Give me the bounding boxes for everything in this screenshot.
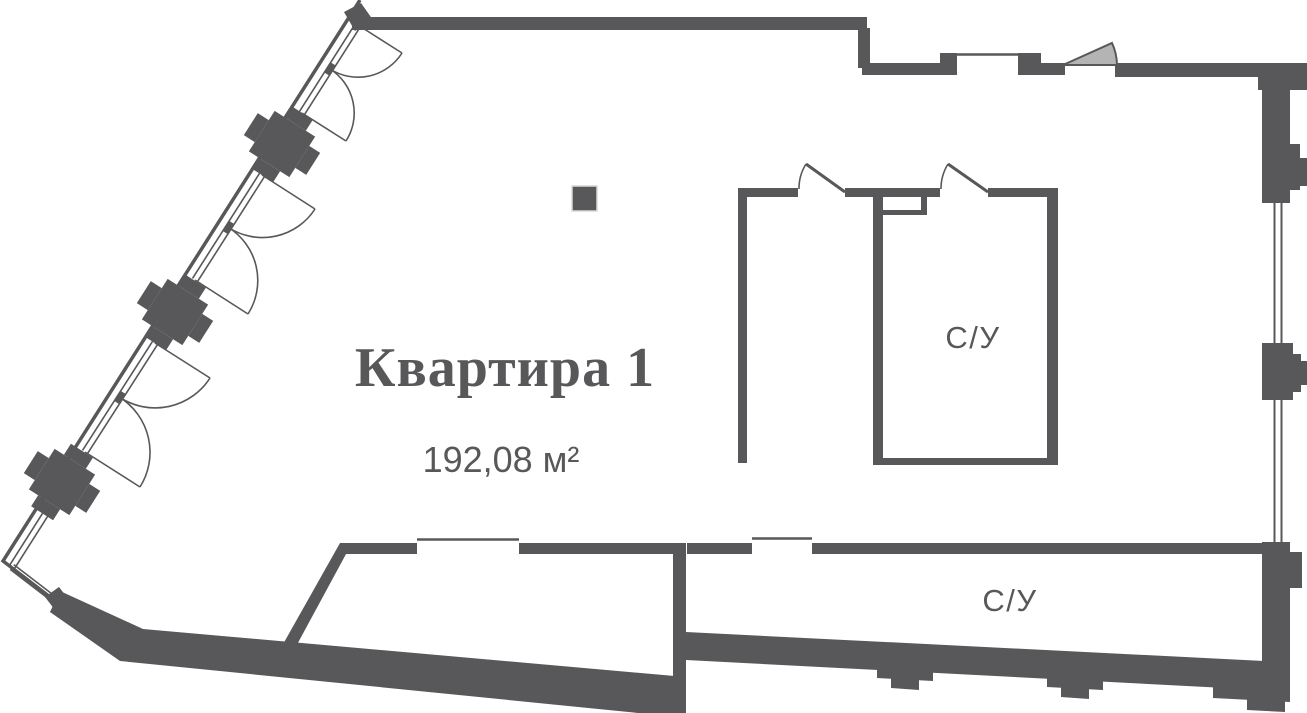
window-wall-glazing <box>0 0 1283 604</box>
apartment-title: Квартира 1 <box>355 337 655 399</box>
interior-walls <box>738 188 1058 465</box>
window-swing-arcs <box>84 24 403 488</box>
door-swings <box>798 41 1119 194</box>
cross-column-1 <box>243 105 321 183</box>
exterior-walls <box>45 3 1307 713</box>
structural-column <box>571 185 598 212</box>
cross-column-2 <box>136 273 214 351</box>
room-label-bathroom-1: С/У <box>945 320 1000 355</box>
apartment-area: 192,08 м² <box>423 439 580 480</box>
window-wall-columns <box>23 62 336 521</box>
cross-column-3 <box>23 443 101 521</box>
entrance-door-swing <box>1062 41 1119 66</box>
duct-shaft <box>873 210 927 215</box>
room-label-bathroom-2: С/У <box>982 583 1037 618</box>
